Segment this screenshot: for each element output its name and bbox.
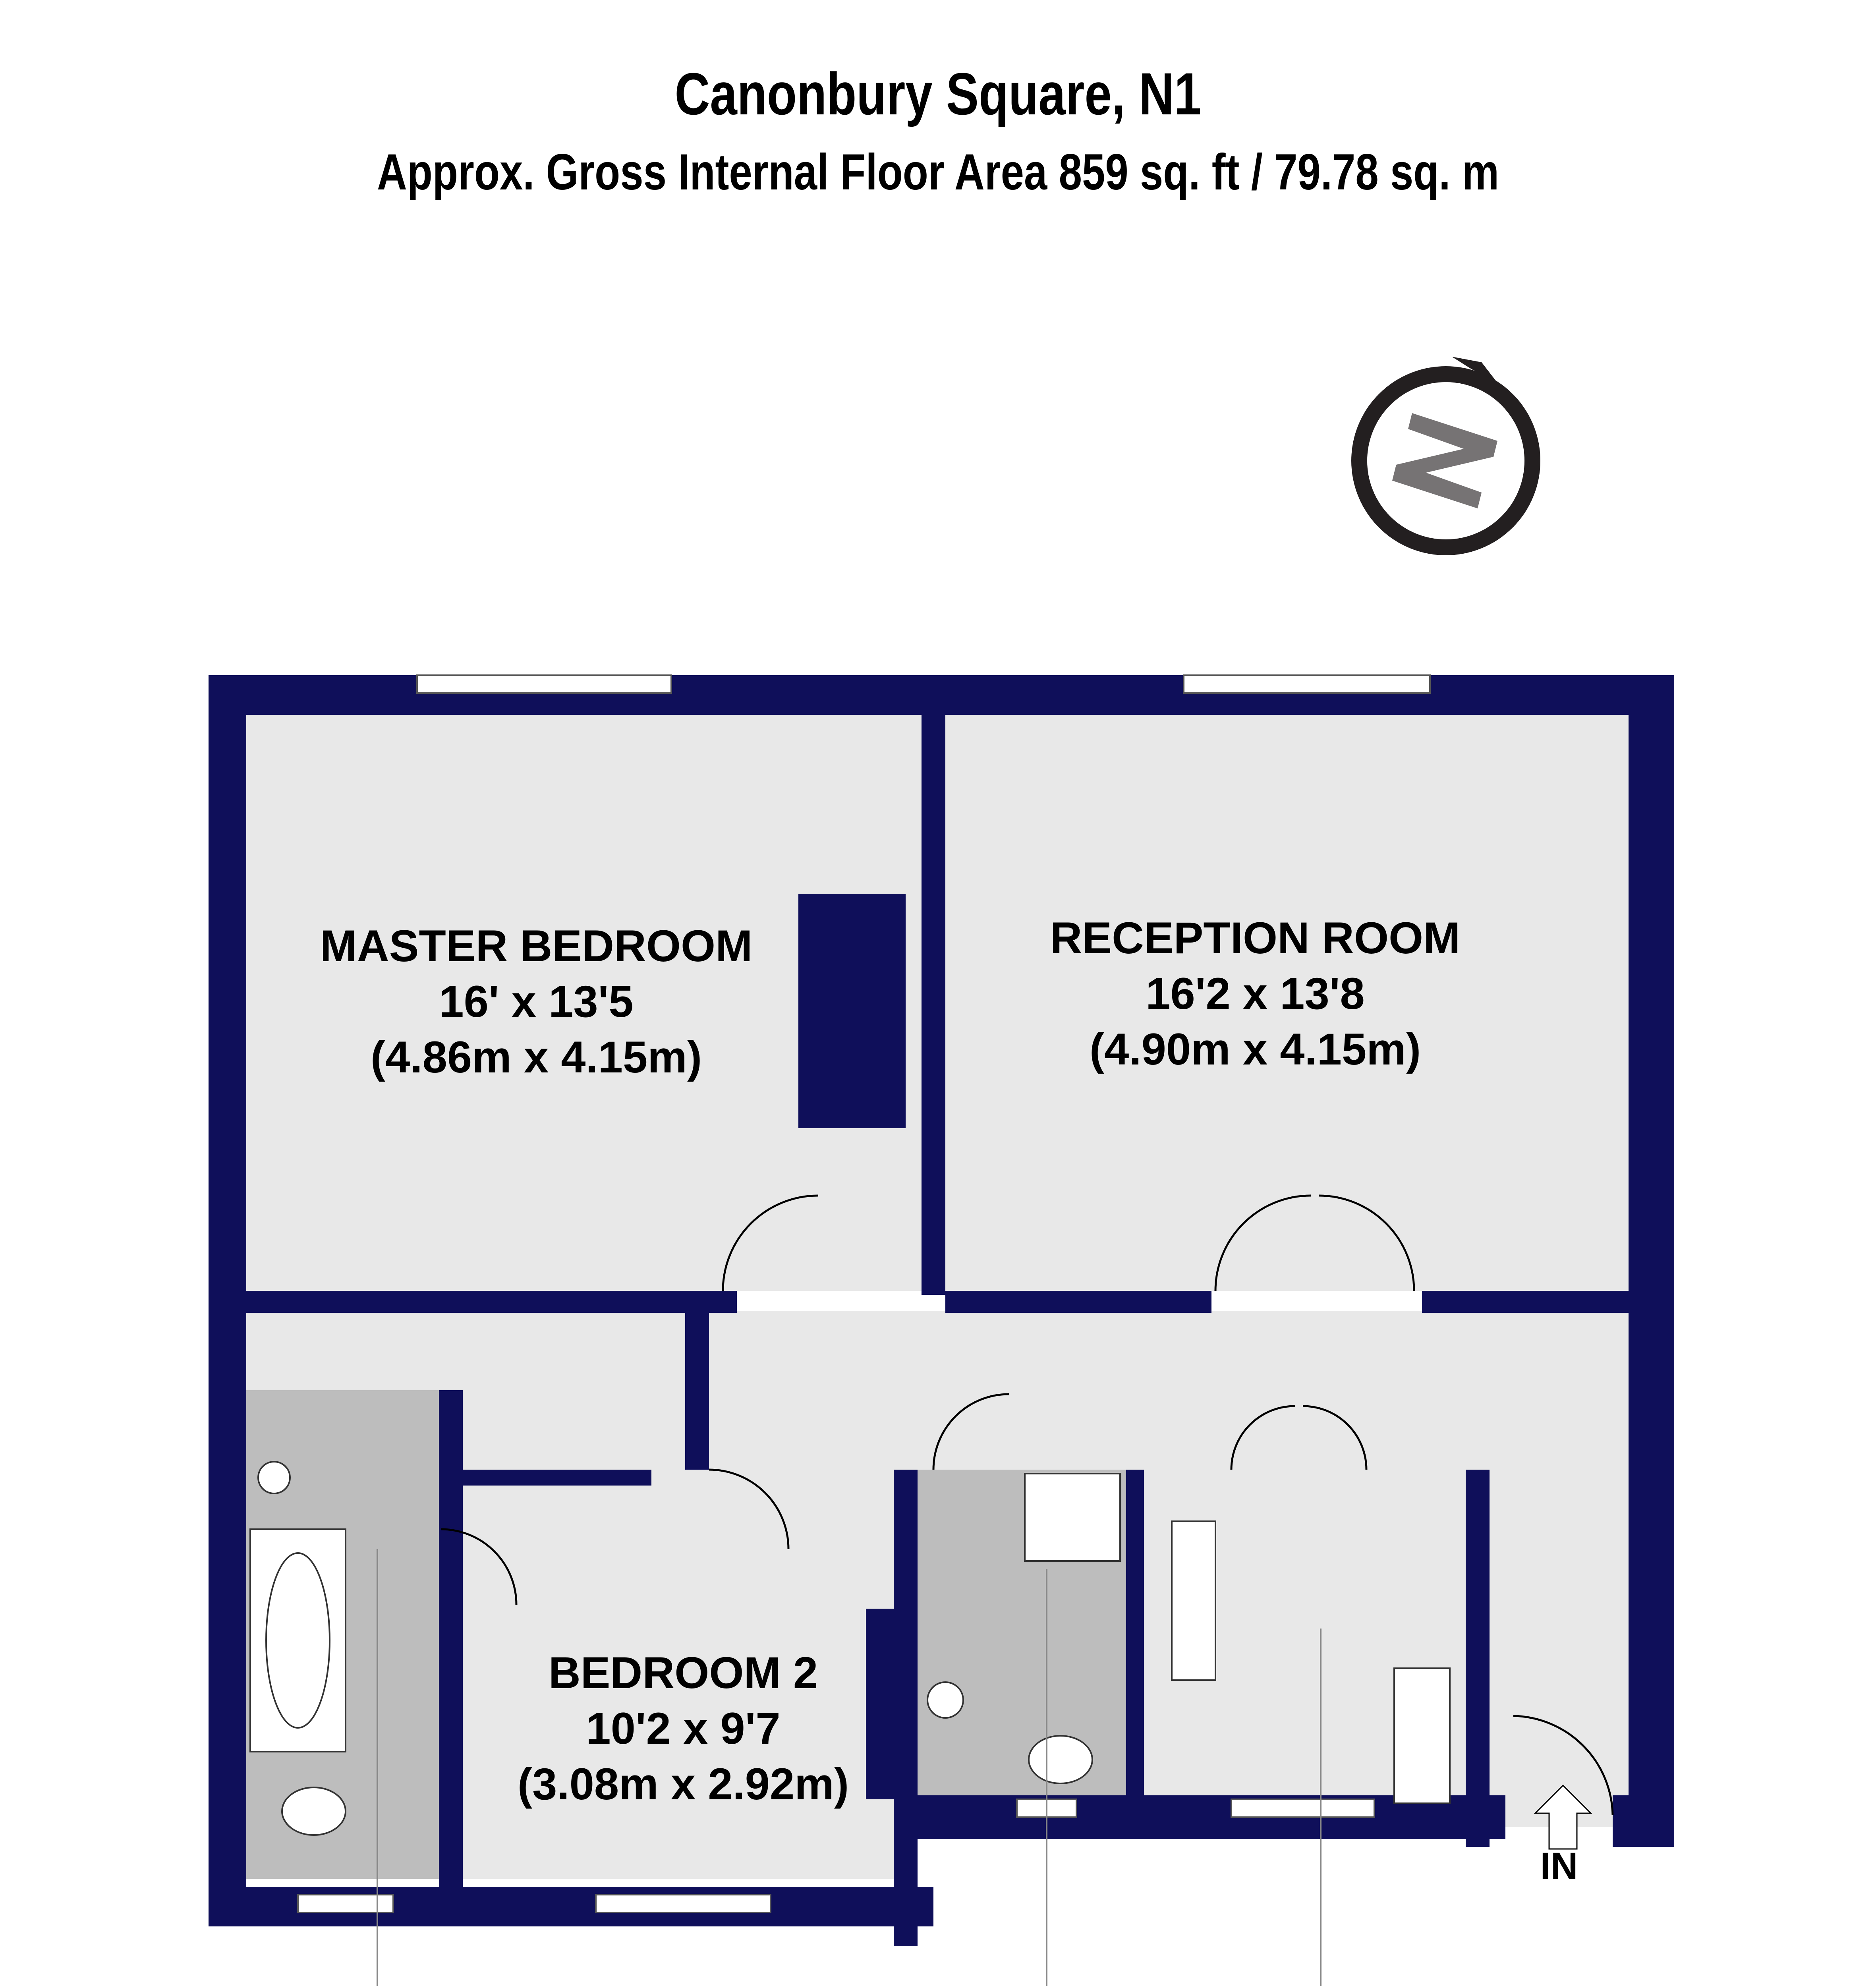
toilet-icon [1028,1735,1093,1784]
floor-fill [246,715,1629,1879]
svg-text:RECEPTION ROOM: RECEPTION ROOM [1050,913,1461,963]
svg-text:(4.86m x 4.15m): (4.86m x 4.15m) [371,1032,702,1082]
room-label-reception-room: RECEPTION ROOM 16'2 x 13'8 (4.90m x 4.15… [1050,913,1461,1074]
room-label-bedroom-2: BEDROOM 2 10'2 x 9'7 (3.08m x 2.92m) [518,1648,849,1809]
floor-area-subtitle: Approx. Gross Internal Floor Area 859 sq… [377,144,1499,201]
svg-text:(3.08m x 2.92m): (3.08m x 2.92m) [518,1759,849,1809]
label-leader-lines [377,1549,1322,1986]
bathroom-fixtures [249,1461,1451,1836]
toilet-icon [281,1787,346,1836]
room-label-master-bedroom: MASTER BEDROOM 16' x 13'5 (4.86m x 4.15m… [320,921,753,1082]
hob-icon [1171,1520,1216,1681]
north-arrow-compass-icon [1351,357,1540,555]
svg-text:BEDROOM 2: BEDROOM 2 [549,1648,818,1698]
bath-icon [249,1528,346,1752]
windows [297,674,1431,1913]
shower-tray-icon [1024,1473,1121,1562]
entrance-label: IN [1540,1845,1578,1887]
sink-icon [927,1681,964,1719]
entrance-arrow-icon [1534,1784,1592,1850]
svg-text:16' x 13'5: 16' x 13'5 [439,977,633,1026]
svg-text:(4.90m x 4.15m): (4.90m x 4.15m) [1090,1024,1421,1074]
basin-icon [257,1461,291,1494]
svg-text:10'2 x 9'7: 10'2 x 9'7 [586,1704,780,1753]
door-swings [441,1194,1614,1816]
svg-text:16'2 x 13'8: 16'2 x 13'8 [1146,969,1365,1018]
kitchen-sink-icon [1393,1667,1451,1804]
walls [209,675,1674,1946]
svg-text:MASTER BEDROOM: MASTER BEDROOM [320,921,753,971]
property-title: Canonbury Square, N1 [674,60,1202,127]
